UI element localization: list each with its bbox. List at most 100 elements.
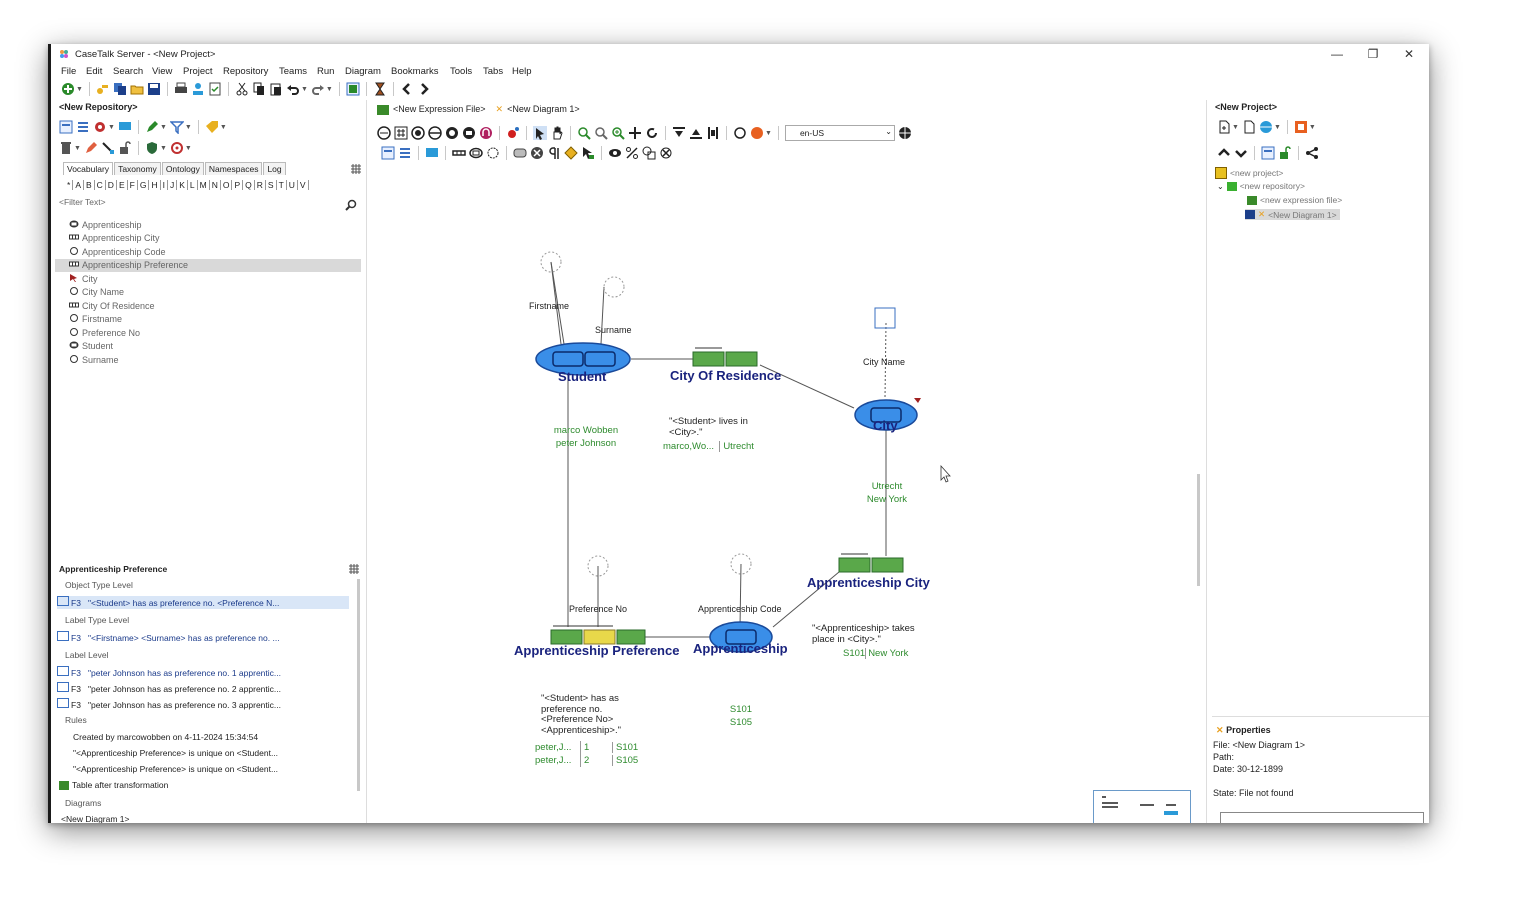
stop-icon[interactable]: [530, 146, 544, 160]
eye-icon[interactable]: [608, 146, 622, 160]
tab-vocabulary[interactable]: Vocabulary: [63, 162, 114, 175]
city-name-role-box[interactable]: [874, 307, 896, 329]
detail-grid-icon[interactable]: [349, 564, 359, 574]
alphabet-letter[interactable]: S: [266, 180, 277, 190]
circle-icon[interactable]: [733, 126, 747, 140]
alphabet-letter[interactable]: U: [287, 180, 298, 190]
vocabulary-item[interactable]: City Name: [55, 286, 361, 300]
filter-text-input[interactable]: <Filter Text>: [59, 197, 106, 207]
split-icon[interactable]: [428, 126, 442, 140]
db-icon[interactable]: [462, 126, 476, 140]
cursor-link-icon[interactable]: [581, 146, 595, 160]
menu-diagram[interactable]: Diagram: [345, 66, 381, 77]
diagram-canvas[interactable]: Firstname Surname City Name Preference N…: [373, 172, 1206, 823]
new-file-icon[interactable]: [1217, 120, 1231, 134]
zoom-out-icon[interactable]: [594, 126, 608, 140]
comment-icon[interactable]: [118, 120, 132, 134]
percent-icon[interactable]: [625, 146, 639, 160]
alphabet-letter[interactable]: R: [255, 180, 266, 190]
diagram-row[interactable]: <New Diagram 1>: [61, 814, 130, 823]
alphabet-letter[interactable]: F: [128, 180, 138, 190]
fill-color-icon[interactable]: [750, 126, 764, 140]
menu-file[interactable]: File: [61, 66, 77, 77]
print-icon[interactable]: [174, 82, 188, 96]
nested-icon[interactable]: [469, 146, 483, 160]
tab-diagram[interactable]: ✕<New Diagram 1>: [495, 104, 580, 114]
grid-icon[interactable]: [351, 164, 361, 174]
vocabulary-item[interactable]: Apprenticeship Preference: [55, 258, 361, 272]
alphabet-letter[interactable]: G: [138, 180, 150, 190]
checklist-icon[interactable]: [208, 82, 222, 96]
vocabulary-item[interactable]: Apprenticeship: [55, 218, 361, 232]
menu-search[interactable]: Search: [113, 66, 144, 77]
tree-item-expression-file[interactable]: <new expression file>: [1247, 195, 1342, 205]
menu-edit[interactable]: Edit: [86, 66, 103, 77]
settings-icon[interactable]: [93, 120, 107, 134]
vocabulary-item[interactable]: Firstname: [55, 313, 361, 327]
delete-icon[interactable]: [59, 141, 73, 155]
hash-icon[interactable]: [394, 126, 408, 140]
rounded-rect-icon[interactable]: [513, 146, 527, 160]
rule-row[interactable]: "<Apprenticeship Preference> is unique o…: [73, 748, 279, 758]
vocabulary-item[interactable]: Student: [55, 340, 361, 354]
menu-repository[interactable]: Repository: [223, 66, 269, 77]
rule-row[interactable]: Created by marcowobben on 4-11-2024 15:3…: [73, 732, 259, 742]
arch-icon[interactable]: [479, 126, 493, 140]
record-icon[interactable]: [411, 126, 425, 140]
menu-help[interactable]: Help: [512, 66, 532, 77]
alphabet-letter[interactable]: O: [221, 180, 233, 190]
splitter[interactable]: [366, 100, 367, 823]
zoom-fit-icon[interactable]: [611, 126, 625, 140]
globe-icon[interactable]: [898, 126, 912, 140]
alphabet-letter[interactable]: P: [232, 180, 244, 190]
note-icon[interactable]: [425, 146, 439, 160]
back-icon[interactable]: [400, 82, 414, 96]
city-of-residence-fact[interactable]: [692, 347, 758, 367]
filter-icon[interactable]: [169, 120, 184, 134]
splitter[interactable]: [1206, 100, 1207, 823]
ot-row[interactable]: F3 "<Student> has as preference no. <Pre…: [57, 596, 349, 609]
rule-row[interactable]: "<Apprenticeship Preference> is unique o…: [73, 764, 279, 774]
list-view-icon[interactable]: [76, 120, 90, 134]
search-icon[interactable]: [345, 199, 357, 211]
locale-select[interactable]: en-US ⌄: [784, 125, 895, 141]
chevron-up-icon[interactable]: [1217, 146, 1231, 160]
office-icon[interactable]: [1294, 120, 1308, 134]
tree-item-project[interactable]: <new project>: [1215, 167, 1283, 179]
key-icon[interactable]: [96, 82, 110, 96]
panel-icon[interactable]: [1261, 146, 1275, 160]
select-icon[interactable]: [533, 126, 547, 140]
alphabet-letter[interactable]: K: [177, 180, 188, 190]
distribute-icon[interactable]: [706, 126, 720, 140]
redo-icon[interactable]: [311, 82, 325, 96]
connect-icon[interactable]: [101, 141, 115, 155]
file-icon[interactable]: [1242, 120, 1256, 134]
tree-item-repository[interactable]: ⌄<new repository>: [1217, 181, 1305, 191]
undo-icon[interactable]: [286, 82, 300, 96]
hourglass-icon[interactable]: [373, 82, 387, 96]
diamond-icon[interactable]: [564, 146, 578, 160]
network-icon[interactable]: [191, 82, 205, 96]
forward-icon[interactable]: [417, 82, 431, 96]
rotate-icon[interactable]: [645, 126, 659, 140]
gear-icon[interactable]: [170, 141, 184, 155]
unlock-green-icon[interactable]: [1278, 146, 1292, 160]
remove-icon[interactable]: [659, 146, 673, 160]
alphabet-letter[interactable]: H: [149, 180, 161, 190]
ll-row[interactable]: F3 "peter Johnson has as preference no. …: [57, 682, 281, 694]
overview-minimap[interactable]: [1093, 790, 1191, 823]
alphabet-letter[interactable]: J: [168, 180, 178, 190]
alphabet-letter[interactable]: B: [84, 180, 95, 190]
align-top-icon[interactable]: [672, 126, 686, 140]
alphabet-letter[interactable]: C: [95, 180, 106, 190]
vocabulary-item[interactable]: Apprenticeship City: [55, 232, 361, 246]
diagram-view-icon[interactable]: [59, 120, 73, 134]
bug-icon[interactable]: [506, 126, 520, 140]
minimize-button[interactable]: —: [1331, 47, 1343, 61]
label-type-icon[interactable]: [486, 146, 500, 160]
zoom-in-icon[interactable]: [577, 126, 591, 140]
alphabet-letter[interactable]: Q: [243, 180, 255, 190]
menu-project[interactable]: Project: [183, 66, 213, 77]
entity-circle-icon[interactable]: [445, 126, 459, 140]
paste-icon[interactable]: [269, 82, 283, 96]
